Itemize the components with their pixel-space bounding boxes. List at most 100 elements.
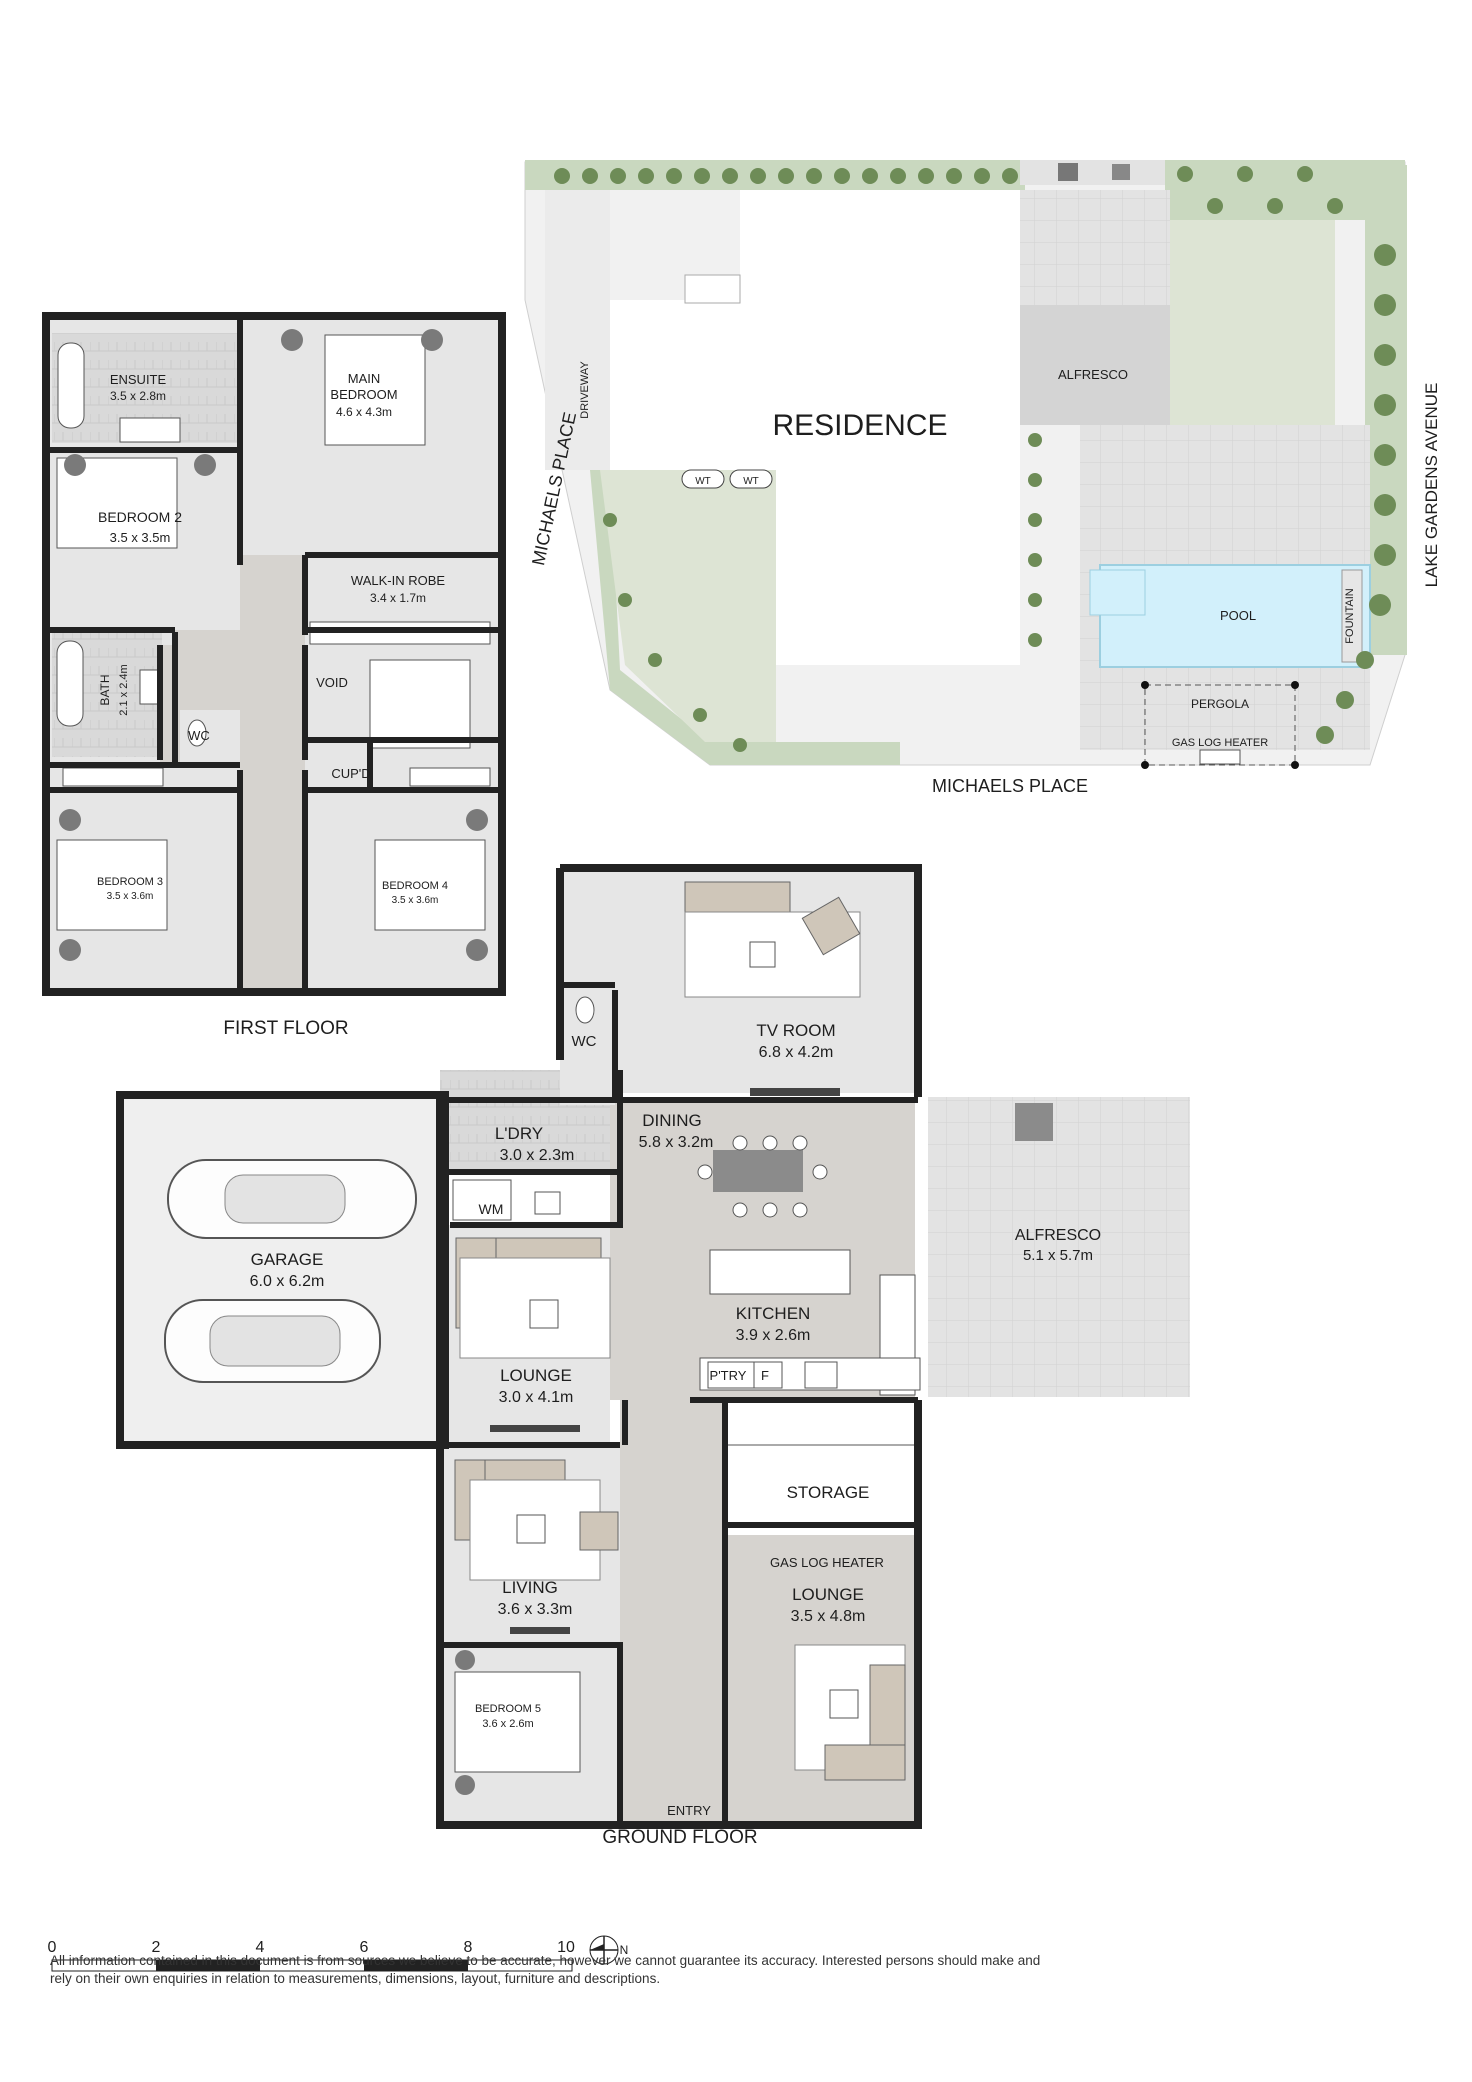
first-floor-hallway	[240, 555, 305, 990]
scale-tick-0: 0	[48, 1939, 57, 1956]
meter-box	[1058, 163, 1078, 181]
living-name: LIVING	[502, 1578, 558, 1597]
residence-label: RESIDENCE	[772, 409, 947, 442]
ensuite-name: ENSUITE	[110, 372, 167, 387]
site-gas-log-heater-label: GAS LOG HEATER	[1172, 737, 1268, 749]
bedroom4-robe	[409, 767, 491, 787]
laundry-sink	[534, 1191, 561, 1215]
cooktop	[804, 1361, 838, 1389]
stairs	[724, 1399, 916, 1446]
laundry-name: L'DRY	[495, 1124, 543, 1143]
tv-room-chair	[801, 896, 861, 956]
scale-tick-8: 8	[464, 1939, 473, 1956]
living-tv-unit	[510, 1627, 570, 1634]
car-garage-1	[167, 1159, 417, 1239]
scale-bar	[51, 1935, 619, 1972]
site-plan	[524, 160, 1407, 769]
garage-name: GARAGE	[251, 1250, 324, 1269]
entry-steps	[684, 274, 741, 304]
bedroom2-dims: 3.5 x 3.5m	[110, 530, 171, 545]
fountain	[1341, 569, 1363, 663]
first-floor-toilet	[187, 719, 207, 747]
shrubs	[554, 166, 1396, 752]
alfresco-dims: 5.1 x 5.7m	[1023, 1247, 1093, 1264]
bedroom4-name: BEDROOM 4	[382, 880, 448, 892]
cupd-label: CUP'D	[331, 766, 370, 781]
garage-floor	[120, 1095, 445, 1445]
street-label-right: LAKE GARDENS AVENUE	[1422, 383, 1441, 588]
north-label: N	[620, 1943, 629, 1957]
ground-floor-title: GROUND FLOOR	[602, 1827, 757, 1848]
bedroom4-dims: 3.5 x 3.6m	[392, 895, 439, 906]
spa	[1089, 569, 1146, 616]
lounge1-dims: 3.0 x 4.1m	[499, 1389, 574, 1406]
main-bedroom-name-1: MAIN	[348, 371, 381, 386]
scale-tick-4: 4	[256, 1939, 265, 1956]
site-alfresco-label: ALFRESCO	[1058, 367, 1128, 382]
ensuite-vanity	[119, 417, 181, 443]
water-tank-label-2: WT	[743, 476, 759, 487]
alfresco-pad	[1020, 305, 1170, 425]
bedroom5-bed	[454, 1671, 581, 1773]
lounge2-name: LOUNGE	[792, 1585, 864, 1604]
kitchen-name: KITCHEN	[736, 1304, 811, 1323]
bedroom5-dims: 3.6 x 2.6m	[482, 1718, 533, 1730]
bath-bathtub	[56, 640, 84, 727]
alfresco-paving	[928, 1097, 1190, 1397]
ensuite-dims: 3.5 x 2.8m	[110, 389, 166, 403]
laundry-dims: 3.0 x 2.3m	[500, 1147, 575, 1164]
water-tank-2	[729, 469, 773, 489]
pergola-label: PERGOLA	[1191, 697, 1249, 711]
first-floor-title: FIRST FLOOR	[223, 1018, 348, 1039]
ensuite-bathtub	[57, 342, 85, 429]
bedroom3-name: BEDROOM 3	[97, 876, 163, 888]
pantry-label: P'TRY	[710, 1368, 747, 1383]
gas-log-heater-label: GAS LOG HEATER	[770, 1555, 884, 1570]
scale-tick-10: 10	[557, 1939, 575, 1956]
walk-in-robe-dims: 3.4 x 1.7m	[370, 591, 426, 605]
void-label: VOID	[316, 675, 348, 690]
living-chair	[579, 1511, 619, 1551]
water-tank-label-1: WT	[695, 476, 711, 487]
residence-footprint	[600, 190, 1020, 665]
fridge-box	[753, 1361, 783, 1389]
kitchen-island	[709, 1249, 851, 1295]
rear-lawn	[1170, 220, 1335, 425]
storage-label: STORAGE	[787, 1483, 870, 1502]
tap-box	[1112, 164, 1130, 180]
tv-room-name: TV ROOM	[756, 1021, 835, 1040]
fountain-label: FOUNTAIN	[1344, 588, 1356, 643]
bedroom5-name: BEDROOM 5	[475, 1703, 541, 1715]
alfresco-bbq	[1015, 1103, 1053, 1141]
pool-label: POOL	[1220, 608, 1256, 623]
dining-name: DINING	[642, 1111, 702, 1130]
dining-table	[713, 1150, 803, 1192]
living-dims: 3.6 x 3.3m	[498, 1601, 573, 1618]
tv-unit	[750, 1088, 840, 1096]
lounge1-tv-unit	[490, 1425, 580, 1432]
bath-name: BATH	[98, 674, 112, 705]
walk-in-robe-name: WALK-IN ROBE	[351, 573, 445, 588]
kitchen-dims: 3.9 x 2.6m	[736, 1327, 811, 1344]
driveway	[545, 190, 610, 470]
ground-hallway	[620, 1380, 725, 1825]
tv-room-dims: 6.8 x 4.2m	[759, 1044, 834, 1061]
car-garage-2	[164, 1299, 381, 1383]
fridge-label: F	[761, 1368, 769, 1383]
bedroom2-name: BEDROOM 2	[98, 509, 182, 525]
alfresco-name: ALFRESCO	[1015, 1227, 1101, 1244]
ground-toilet	[575, 996, 595, 1024]
bedroom4-bed	[374, 839, 486, 931]
entry-label: ENTRY	[667, 1803, 711, 1818]
main-bedroom-name-2: BEDROOM	[330, 387, 397, 402]
main-bed	[324, 334, 426, 446]
garage-dims: 6.0 x 6.2m	[250, 1273, 325, 1290]
bedroom3-dims: 3.5 x 3.6m	[107, 891, 154, 902]
disclaimer: All information contained in this docume…	[50, 1953, 1041, 1986]
washing-machine-label: WM	[479, 1201, 504, 1217]
paving-top	[1020, 190, 1170, 305]
stair-well	[369, 659, 471, 749]
ground-floor-plan	[116, 864, 1190, 1829]
hedge-top-left	[525, 160, 1025, 190]
